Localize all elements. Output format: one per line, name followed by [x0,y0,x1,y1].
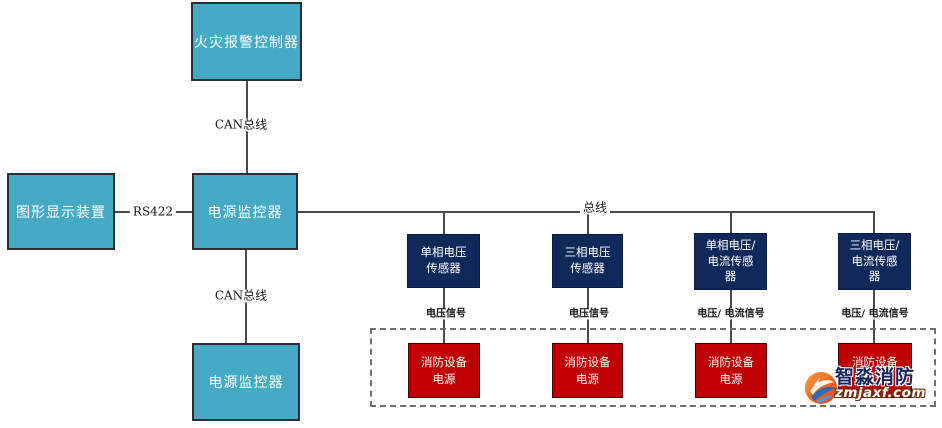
node-fire-power-supply-1: 消防设备 电源 [408,343,480,398]
label-signal-voltage-2: 电压信号 [567,308,611,320]
label-signal-voltage-1: 电压信号 [424,308,468,320]
line-bus-drop-sensor-3 [730,211,732,233]
label-can-bus-bottom: CAN总线 [211,289,271,303]
watermark-domain: zmjaxf.com [835,384,926,401]
watermark: 智淼消防 zmjaxf.com [804,366,926,405]
line-bus-drop-sensor-1 [443,211,445,234]
node-power-monitor-main: 电源监控器 [192,173,298,250]
node-sensor-single-phase-voltage-current: 单相电压/ 电流传感 器 [694,233,767,290]
label-main-bus: 总线 [579,201,611,215]
line-bus-drop-sensor-4 [873,211,875,233]
line-bus-drop-sensor-2 [587,211,589,234]
fire-equipment-zone [370,328,936,407]
label-rs422: RS422 [129,205,177,219]
label-signal-voltage-current-4: 电压/ 电流信号 [839,308,911,320]
label-signal-voltage-current-3: 电压/ 电流信号 [695,308,767,320]
watermark-text: 智淼消防 zmjaxf.com [835,366,926,401]
watermark-logo-icon [805,372,837,404]
node-sensor-three-phase-voltage: 三相电压 传感器 [552,234,623,288]
node-fire-power-supply-3: 消防设备 电源 [695,343,767,398]
node-fire-power-supply-2: 消防设备 电源 [552,343,623,398]
node-fire-alarm-controller: 火灾报警控制器 [191,2,302,81]
node-fire-power-supply-4: 消防设备 电源 [838,343,912,398]
watermark-brand: 智淼消防 [835,366,916,388]
node-graphic-display: 图形显示装置 [7,173,115,250]
node-sensor-three-phase-voltage-current: 三相电压/ 电流传感 器 [838,233,911,290]
node-power-monitor-secondary: 电源监控器 [192,343,300,421]
node-sensor-single-phase-voltage: 单相电压 传感器 [407,234,480,288]
label-can-bus-top: CAN总线 [211,118,271,132]
